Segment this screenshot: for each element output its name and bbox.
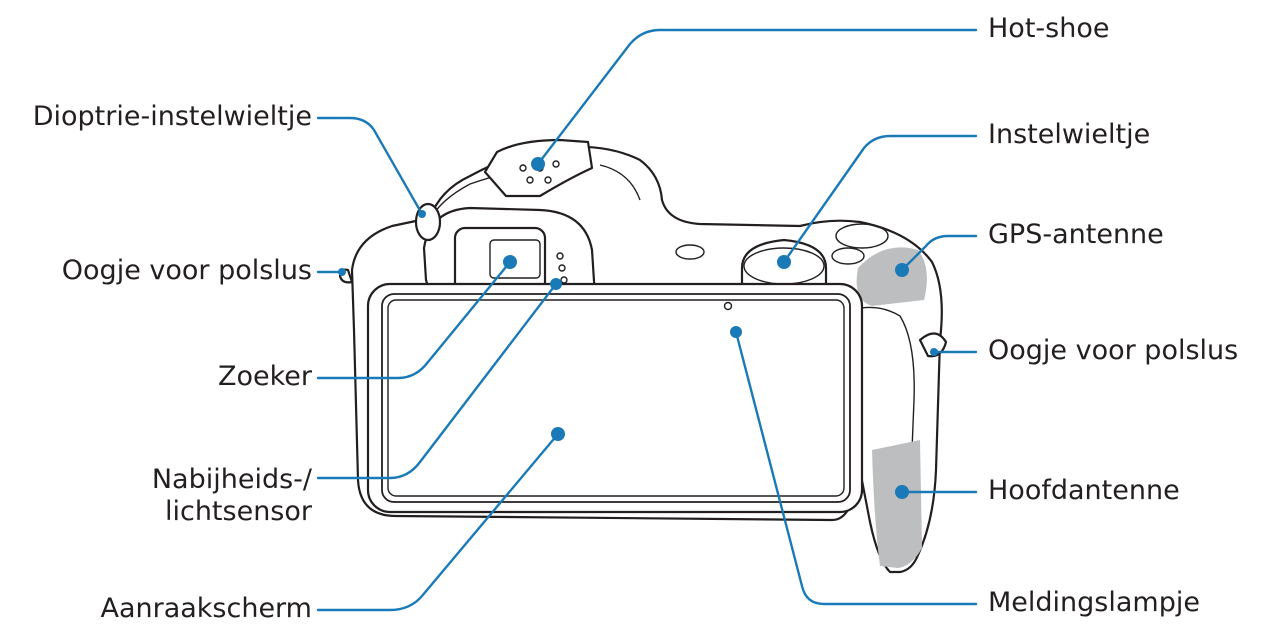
callout-proximity [316,282,558,480]
label-hot-shoe: Hot-shoe [988,13,1110,44]
notification-led-hole [723,301,733,311]
label-viewfinder: Zoeker [217,361,312,392]
hot-shoe-pin-5 [552,160,560,168]
screen-inner [387,299,845,497]
dot-dioptre [418,210,426,218]
screen-panel [381,293,851,503]
callout-viewfinder [316,260,512,380]
dot-eyelet-right [930,348,938,356]
dot-gps [895,263,909,277]
label-notification: Meldingslampje [988,587,1200,618]
label-proximity-line1: Nabijheids-/ [151,464,312,495]
dot-hot-shoe [531,157,545,171]
label-touchscreen: Aanraakscherm [100,593,312,624]
top-button-2 [831,247,865,265]
label-eyelet-right: Oogje voor polslus [988,335,1239,366]
callout-gps [900,234,978,272]
hot-shoe-pin-3 [526,176,534,184]
callout-notification [734,330,978,606]
hot-shoe-pin-1 [519,164,527,172]
label-proximity: Nabijheids-/ lichtsensor [152,464,312,528]
label-proximity-line2: lichtsensor [164,496,312,527]
dot-proximity [550,278,562,290]
sensor-hole-1 [556,252,564,260]
callout-dioptre [316,116,424,216]
callout-hot-shoe [536,28,978,166]
dot-control-dial [777,255,791,269]
callout-touchscreen [316,432,560,612]
label-gps: GPS-antenne [988,219,1164,250]
sensor-hole-2 [558,264,566,272]
callout-control-dial [782,134,978,264]
label-control-dial: Instelwieltje [988,119,1151,150]
viewfinder-inner [489,239,541,279]
camera-illustration [338,138,948,574]
dot-eyelet-left [338,268,346,276]
label-main-antenna: Hoofdantenne [988,475,1180,506]
hot-shoe-pin-4 [544,176,552,184]
label-eyelet-left: Oogje voor polslus [61,255,312,286]
dot-viewfinder [503,255,517,269]
shutter-button [835,223,889,249]
dot-notification [730,326,742,338]
main-antenna-area [872,440,922,568]
right-eyelet-part [918,332,948,358]
top-button-1 [675,244,705,260]
callouts [316,28,978,612]
dot-main-antenna [895,485,909,499]
label-dioptre: Dioptrie-instelwieltje [32,101,312,132]
dot-touchscreen [551,427,565,441]
